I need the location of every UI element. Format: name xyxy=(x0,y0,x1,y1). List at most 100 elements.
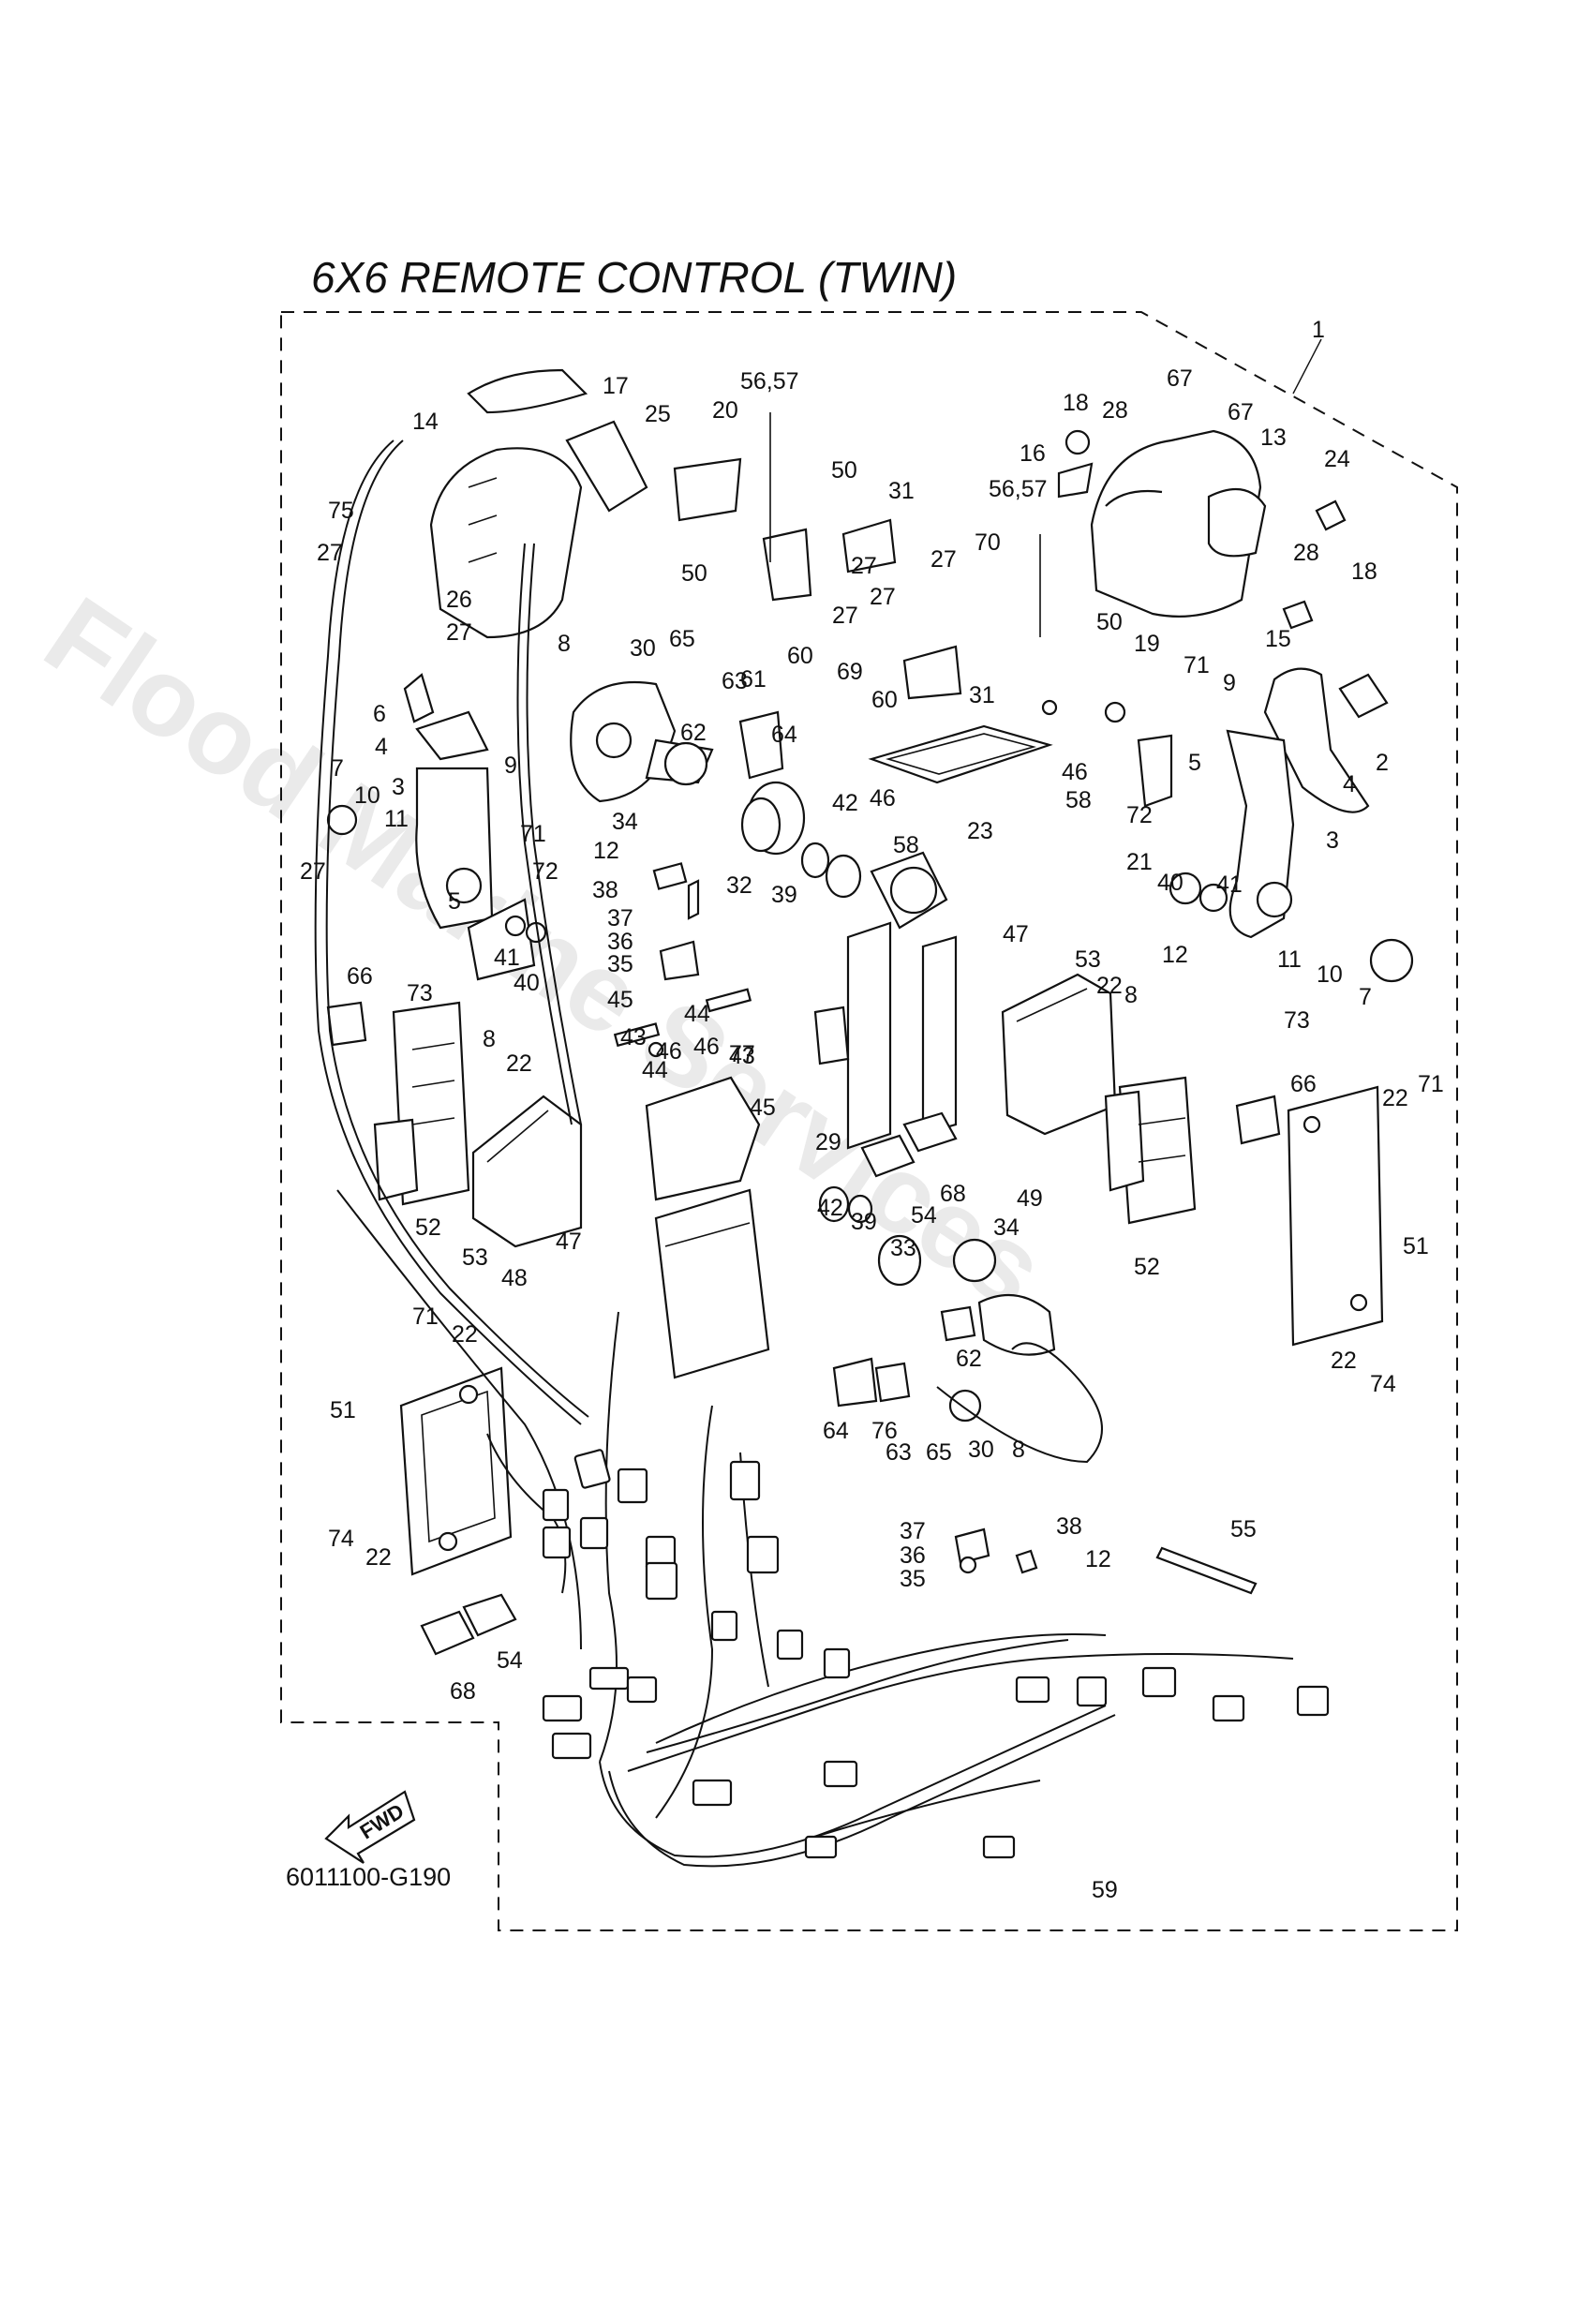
callout-label: 12 xyxy=(1162,942,1188,968)
callout-label: 53 xyxy=(462,1244,488,1271)
plate-51-left xyxy=(399,1366,513,1576)
callout-label: 22 xyxy=(1096,973,1123,999)
callout-label: 48 xyxy=(501,1265,528,1291)
callout-label: 60 xyxy=(871,687,898,713)
callout-label: 51 xyxy=(1403,1233,1429,1259)
callout-label: 39 xyxy=(771,882,797,908)
callout-label: 24 xyxy=(1324,446,1350,472)
callout-label: 62 xyxy=(680,720,707,746)
leader-line xyxy=(1292,338,1322,395)
small-parts-lower-center xyxy=(832,1357,1038,1574)
callout-label: 35 xyxy=(607,951,633,977)
callout-label: 31 xyxy=(888,478,915,504)
callout-label: 27 xyxy=(851,553,877,579)
callout-label: 38 xyxy=(592,877,618,903)
callout-label: 11 xyxy=(1277,946,1302,973)
center-bracket-20 xyxy=(673,412,812,602)
callout-label: 27 xyxy=(446,619,472,646)
callout-label: 7 xyxy=(1359,984,1372,1010)
fwd-arrow: FWD xyxy=(324,1790,416,1864)
callout-label: 72 xyxy=(532,858,558,885)
plate-51-right xyxy=(1287,1085,1384,1347)
callout-label: 16 xyxy=(1020,440,1046,467)
callout-label: 31 xyxy=(969,682,995,708)
callout-label: 73 xyxy=(1284,1007,1310,1034)
callout-label: 38 xyxy=(1056,1513,1082,1540)
callout-label: 20 xyxy=(712,397,738,424)
callout-label: 1 xyxy=(1312,317,1325,343)
callout-label: 14 xyxy=(412,409,439,435)
callout-label: 15 xyxy=(1265,626,1291,652)
callout-label: 74 xyxy=(328,1526,354,1552)
callout-label: 8 xyxy=(483,1026,496,1052)
callout-label: 54 xyxy=(911,1202,937,1229)
shift-switch-assembly xyxy=(570,680,784,803)
module-53-left xyxy=(471,1095,583,1248)
callout-label: 42 xyxy=(817,1195,843,1221)
callout-label: 56,57 xyxy=(740,368,799,395)
module-52-left xyxy=(326,1001,470,1206)
gasket-23 xyxy=(868,724,1053,784)
callout-label: 3 xyxy=(392,774,405,800)
callout-label: 47 xyxy=(1003,921,1029,947)
callout-label: 13 xyxy=(1260,425,1287,451)
wiring-harness xyxy=(314,439,1294,1868)
callout-label: 22 xyxy=(506,1050,532,1077)
callout-label: 27 xyxy=(300,858,326,885)
module-52-right xyxy=(1104,1076,1281,1225)
callout-label: 71 xyxy=(1418,1071,1444,1097)
callout-label: 3 xyxy=(1326,827,1339,854)
callout-label: 9 xyxy=(1223,670,1236,696)
assembly-boundary xyxy=(280,311,1458,1931)
callout-label: 55 xyxy=(1230,1516,1257,1542)
callout-label: 66 xyxy=(1290,1071,1317,1097)
callout-label: 25 xyxy=(645,401,671,427)
callout-label: 71 xyxy=(412,1304,439,1330)
callout-label: 54 xyxy=(497,1647,523,1674)
callout-label: 44 xyxy=(684,1001,710,1027)
callout-label: 43 xyxy=(620,1024,647,1050)
callout-label: 73 xyxy=(407,980,433,1006)
callout-label: 29 xyxy=(815,1129,841,1155)
callout-label: 11 xyxy=(384,806,409,832)
callout-label: 46 xyxy=(870,785,896,812)
callout-label: 50 xyxy=(681,560,707,587)
friction-assembly xyxy=(740,781,948,930)
tie-55 xyxy=(1155,1546,1258,1595)
callout-label: 42 xyxy=(832,790,858,816)
callout-label: 47 xyxy=(556,1229,582,1255)
callout-label: 5 xyxy=(1188,750,1201,776)
callout-label: 8 xyxy=(1124,982,1138,1008)
callout-label: 40 xyxy=(1157,870,1184,896)
callout-label: 70 xyxy=(975,529,1001,556)
callout-label: 12 xyxy=(1085,1546,1111,1572)
callout-label: 72 xyxy=(1126,802,1153,828)
callout-label: 22 xyxy=(1382,1085,1408,1111)
callout-label: 51 xyxy=(330,1397,356,1423)
callout-label: 43 xyxy=(729,1043,755,1069)
callout-label: 71 xyxy=(520,821,546,847)
module-center-77 xyxy=(645,1076,770,1379)
callout-label: 35 xyxy=(900,1566,926,1592)
callout-label: 66 xyxy=(347,963,373,990)
callout-label: 34 xyxy=(612,809,638,835)
callout-label: 41 xyxy=(1216,872,1243,898)
callout-label: 68 xyxy=(450,1678,476,1705)
callout-label: 12 xyxy=(593,838,619,864)
callout-label: 18 xyxy=(1351,559,1377,585)
callout-label: 41 xyxy=(494,945,520,971)
callout-label: 37 xyxy=(900,1518,926,1544)
left-small-parts xyxy=(403,673,489,761)
callout-label: 61 xyxy=(740,666,767,693)
callout-labels: 1 2 3 3 4 4 5 5 6 7 7 8 8 8 8 9 9 10 10 … xyxy=(300,317,1444,1903)
callout-label: 28 xyxy=(1293,540,1319,566)
callout-label: 4 xyxy=(1343,771,1356,797)
callout-label: 50 xyxy=(831,457,857,484)
callout-label: 53 xyxy=(1075,946,1101,973)
callout-label: 63 xyxy=(886,1439,912,1466)
callout-label: 76 xyxy=(871,1418,898,1444)
callout-label: 27 xyxy=(870,584,896,610)
small-parts-center xyxy=(613,699,1126,1058)
callout-label: 6 xyxy=(373,701,386,727)
